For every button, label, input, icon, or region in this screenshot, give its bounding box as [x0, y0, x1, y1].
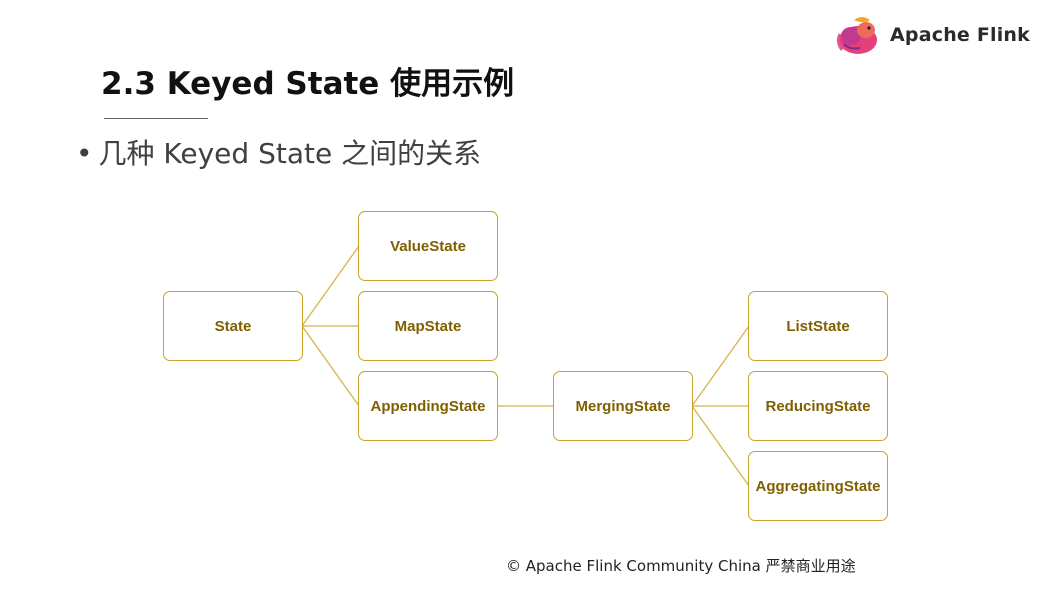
- node-aggregating-state: AggregatingState: [748, 451, 888, 521]
- logo-text: Apache Flink: [890, 24, 1030, 46]
- flink-logo: Apache Flink: [836, 14, 1030, 56]
- node-value-state: ValueState: [358, 211, 498, 281]
- node-appending-state: AppendingState: [358, 371, 498, 441]
- bullet-text: 几种 Keyed State 之间的关系: [98, 137, 482, 170]
- node-reducing-state: ReducingState: [748, 371, 888, 441]
- node-list-state: ListState: [748, 291, 888, 361]
- node-map-state: MapState: [358, 291, 498, 361]
- bullet-point: •几种 Keyed State 之间的关系: [76, 132, 481, 172]
- edge-merging-list: [691, 325, 750, 407]
- node-merging-state: MergingState: [553, 371, 693, 441]
- flink-squirrel-icon: [836, 17, 877, 54]
- node-state: State: [163, 291, 303, 361]
- edge-state-appending: [301, 325, 360, 407]
- bullet-marker: •: [76, 137, 93, 170]
- slide-title: 2.3 Keyed State 使用示例: [101, 66, 515, 102]
- edge-state-value: [301, 245, 360, 327]
- copyright-footer: © Apache Flink Community China 严禁商业用途: [506, 557, 856, 575]
- edge-merging-aggregating: [691, 405, 750, 487]
- title-underline: [104, 118, 208, 119]
